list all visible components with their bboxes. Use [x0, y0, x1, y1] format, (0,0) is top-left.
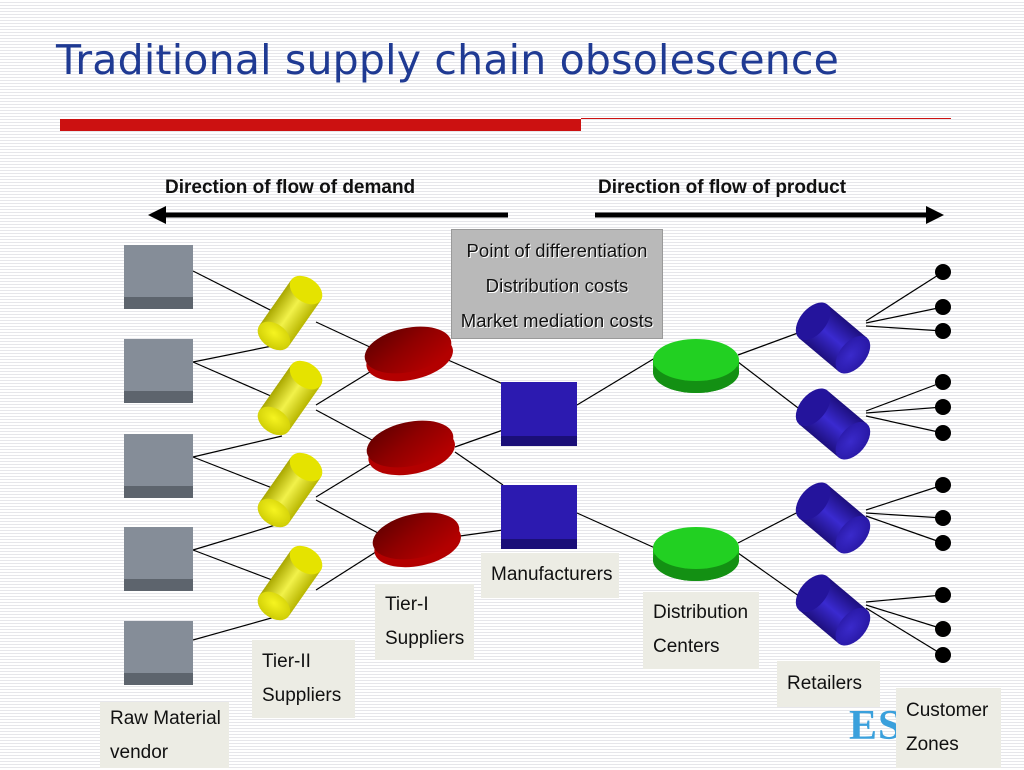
label-line: Distribution	[653, 602, 749, 623]
customer-node	[935, 425, 951, 441]
retailer-node	[795, 388, 871, 460]
raw-material-node	[124, 245, 193, 309]
retailer-node	[795, 482, 871, 554]
customer-node	[935, 299, 951, 315]
tier1-label: Tier-I Suppliers	[375, 584, 474, 660]
manufacturers-label: Manufacturers	[481, 553, 619, 598]
label-line: Zones	[906, 734, 959, 755]
raw-material-label: Raw Material vendor	[100, 702, 229, 768]
customer-label: Customer Zones	[896, 688, 1001, 768]
connector-lines	[192, 270, 944, 656]
tier1-nodes	[364, 326, 461, 568]
title-underline-thin	[581, 118, 951, 119]
label-line: Tier-II	[262, 651, 311, 672]
retailer-node	[795, 574, 871, 646]
tier2-nodes	[257, 275, 323, 621]
product-direction-label: Direction of flow of product	[598, 177, 847, 198]
customer-node	[935, 647, 951, 663]
manufacturer-node	[501, 382, 577, 446]
customer-node	[935, 477, 951, 493]
retailer-nodes	[795, 302, 871, 646]
distribution-node	[653, 527, 739, 581]
customer-node	[935, 535, 951, 551]
customer-node	[935, 621, 951, 637]
distribution-label: Distribution Centers	[643, 592, 759, 669]
differentiation-callout: Point of differentiation Distribution co…	[451, 229, 663, 339]
customer-node	[935, 264, 951, 280]
tier2-node	[257, 360, 323, 436]
callout-line: Market mediation costs	[460, 310, 654, 331]
retailer-node	[795, 302, 871, 374]
tier1-node	[372, 512, 461, 568]
label-line: Suppliers	[262, 685, 342, 706]
manufacturer-node	[501, 485, 577, 549]
raw-material-nodes	[124, 245, 193, 685]
tier2-node	[257, 545, 323, 621]
label-line: Raw Material	[110, 708, 221, 729]
customer-node	[935, 399, 951, 415]
customer-node	[935, 323, 951, 339]
tier1-node	[364, 326, 453, 382]
label-line: Customer	[906, 700, 989, 721]
label-line: Tier-I	[385, 594, 429, 615]
raw-material-node	[124, 339, 193, 403]
raw-material-node	[124, 434, 193, 498]
label-line: vendor	[110, 742, 169, 763]
distribution-nodes	[653, 339, 739, 581]
page-title: Traditional supply chain obsolescence	[56, 36, 840, 84]
distribution-node	[653, 339, 739, 393]
customer-node	[935, 374, 951, 390]
brand-logo: ES	[849, 703, 903, 749]
label-line: Centers	[653, 636, 720, 657]
demand-direction-label: Direction of flow of demand	[165, 177, 416, 198]
raw-material-node	[124, 527, 193, 591]
customer-node	[935, 510, 951, 526]
customer-nodes	[935, 264, 951, 663]
label-line: Manufacturers	[491, 564, 613, 585]
tier1-node	[366, 420, 455, 476]
product-arrow	[595, 206, 944, 224]
callout-line: Distribution costs	[485, 275, 629, 296]
manufacturer-nodes	[501, 382, 577, 549]
tier2-label: Tier-II Suppliers	[252, 640, 355, 718]
label-line: Retailers	[787, 673, 862, 694]
retailers-label: Retailers	[777, 661, 880, 707]
callout-line: Point of differentiation	[466, 240, 648, 261]
tier2-node	[257, 275, 323, 351]
tier2-node	[257, 452, 323, 528]
label-line: Suppliers	[385, 628, 465, 649]
customer-node	[935, 587, 951, 603]
title-underline-accent	[60, 119, 581, 131]
raw-material-node	[124, 621, 193, 685]
demand-arrow	[148, 206, 508, 224]
